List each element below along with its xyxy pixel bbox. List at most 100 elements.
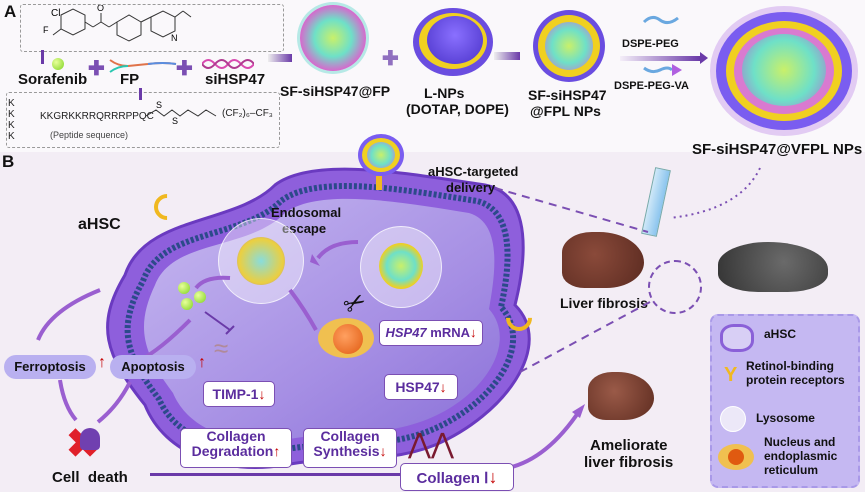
ahsc-label: aHSC [78,216,121,233]
dspe-peg-va-label: DSPE-PEG-VA [614,80,689,92]
lnp-label: L-NPs [424,85,465,101]
fpl-label-1: SF-siHSP47 [528,87,607,103]
arrow-right-icon [620,56,700,61]
lnp-icon [413,8,493,76]
peptide-sequence: KKGRKKRRQRRRPPQC [40,111,154,122]
arrow-down-icon [139,88,142,100]
peg-va-chain-icon [643,64,682,76]
legend-label-lysosome: Lysosome [756,411,815,425]
receptor-stem-icon [376,176,382,190]
arrow-to-apoptosis [139,318,192,362]
lysosome-icon [720,406,746,432]
arrow-up-icon [41,50,44,64]
sf-fp-label: SF-siHSP47@FP [280,83,391,99]
collagen-degradation-box: Collagen Degradation↑ [180,428,292,468]
sf-fp-nanoparticle-icon [300,5,366,71]
tail-vein-circle [648,260,702,314]
fp-label: FP [120,71,140,88]
lysosome-icon [218,218,304,304]
down-arrow-icon: ↓ [379,443,387,460]
sorafenib-label: Sorafenib [18,71,88,88]
plus-icon: ✚ [176,58,193,80]
liver-fibrosis-label: Liver fibrosis [560,295,648,311]
plus-icon: ✚ [88,58,105,80]
inhibit-bar [225,325,235,335]
sorafenib-structure-icon: Cl F O N [43,3,192,43]
down-arrow-icon: ↓ [470,325,477,340]
arrow-right-icon [268,54,292,62]
ahsc-cell-icon [720,324,754,352]
collagen-synthesis-box: Collagen Synthesis↓ [303,428,397,468]
cell-death-label: Cell death [52,469,128,486]
plus-icon: ✚ [382,48,399,70]
hsp47-mrna-box: HSP47 mRNA↓ [379,320,483,346]
lnp-sub-label: (DOTAP, DOPE) [406,101,509,117]
sorafenib-structure-box: Cl F O N [20,3,284,52]
collagen-fiber-icon: ⋀⋀ [408,428,454,459]
arrow-endosomal-escape [316,240,359,260]
fluoro-tail: (CF₂)₆–CF₃ [222,108,273,119]
sorafenib-sphere-icon [178,282,190,294]
ameliorate-label-2: liver fibrosis [584,454,674,471]
sirna-helix-icon [202,59,254,69]
peptide-caption: (Peptide sequence) [50,130,129,140]
hsp47-box: HSP47↓ [384,374,458,400]
targeted-delivery-label-2: delivery [446,180,496,195]
collagen-pathway-line [150,473,400,476]
endosomal-label-1: Endosomal [271,205,342,220]
sorafenib-sphere-icon [52,58,64,70]
peg-chain-icon [642,15,679,25]
up-arrow-icon: ↑ [98,354,106,371]
svg-text:S: S [172,116,178,124]
arrow-ferroptosis-death [58,379,78,422]
arrow-ameliorate [489,408,582,472]
legend-box: aHSC Y Retinol-binding protein receptors… [710,314,860,488]
legend-label-receptor: Retinol-binding protein receptors [746,359,845,387]
fpl-label-2: @FPL NPs [530,103,601,119]
mouse-icon [718,242,828,292]
down-arrow-icon: ↓ [439,379,447,395]
receptor-icon: Y [724,364,738,386]
up-arrow-icon: ↑ [273,443,281,460]
panel-a-label: A [4,2,17,21]
up-arrow-icon: ↑ [198,354,206,371]
arrow-apoptosis-death [96,381,132,424]
ameliorate-label-1: Ameliorate [590,437,668,454]
vfpl-label: SF-siHSP47@VFPL NPs [692,141,863,158]
legend-label-nucleus-er: Nucleus and endoplasmic reticulum [764,435,838,477]
down-arrow-icon: ↓ [258,386,266,402]
n-atom: N [171,33,178,43]
fp-polymer-icon [109,59,177,73]
inhibit-line [204,311,231,331]
arrow-to-ferroptosis [36,288,101,341]
lysosome-icon [360,226,442,308]
vfpl-nanoparticle-icon [716,12,852,130]
o-atom: O [97,5,104,13]
down-arrow-icon: ↓ [488,467,498,487]
arrow-to-sorafenib [194,275,231,290]
healthy-liver-icon [588,372,654,420]
panel-b-label: B [2,152,15,171]
nucleus-er-icon [718,444,754,470]
svg-text:S: S [156,100,162,110]
fpl-nanoparticle-icon [533,10,605,82]
arrow-to-nucleus [288,288,318,331]
sorafenib-sphere-icon [194,291,206,303]
peptide-branches: K K K K [8,98,15,142]
disulfide-linker-icon: SS [146,100,217,124]
legend-label-ahsc: aHSC [764,327,797,341]
f-atom: F [43,25,49,35]
collagen-fiber-icon: ≈ [214,333,229,363]
incoming-nanoparticle-icon [358,134,404,176]
arrowhead-icon [700,52,708,64]
targeted-delivery-label-1: aHSC-targeted [428,164,519,179]
arrow-right-icon [494,52,520,60]
sorafenib-sphere-icon [181,298,193,310]
skull-icon [80,428,100,450]
cl-atom: Cl [51,8,60,19]
timp1-box: TIMP-1↓ [203,381,275,407]
nucleus-icon [333,324,363,354]
collagen-i-box: Collagen Ⅰ↓ [400,463,514,491]
apoptosis-cloud: Apoptosis [110,355,196,379]
peptide-structure-box [6,92,280,148]
